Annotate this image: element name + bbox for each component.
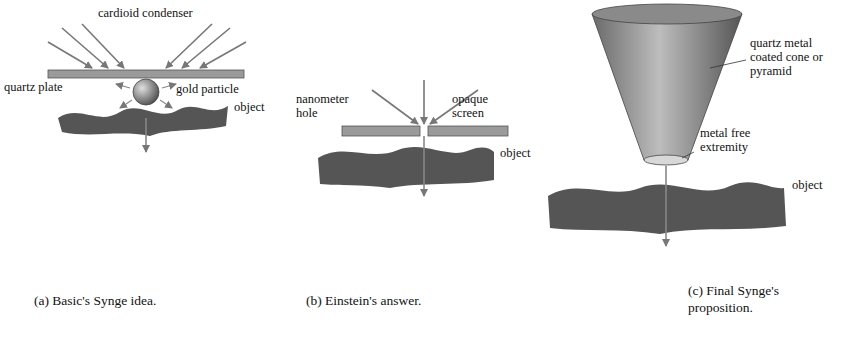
part-label: gold particle: [176, 82, 239, 96]
caption: (a) Basic's Synge idea.: [34, 292, 156, 309]
caption: (b) Einstein's answer.: [306, 292, 421, 309]
part-label: object: [792, 178, 823, 192]
part-label: metal free extremity: [700, 126, 790, 154]
part-label: object: [500, 146, 531, 160]
part-label: opaque screen: [452, 92, 516, 120]
part-label: object: [234, 100, 265, 114]
part-label: nanometer hole: [296, 92, 366, 120]
caption: (c) Final Synge's proposition.: [688, 282, 838, 316]
part-label: cardioid condenser: [98, 6, 193, 20]
part-label: quartz plate: [4, 80, 63, 94]
part-label: quartz metal coated cone or pyramid: [750, 36, 846, 78]
